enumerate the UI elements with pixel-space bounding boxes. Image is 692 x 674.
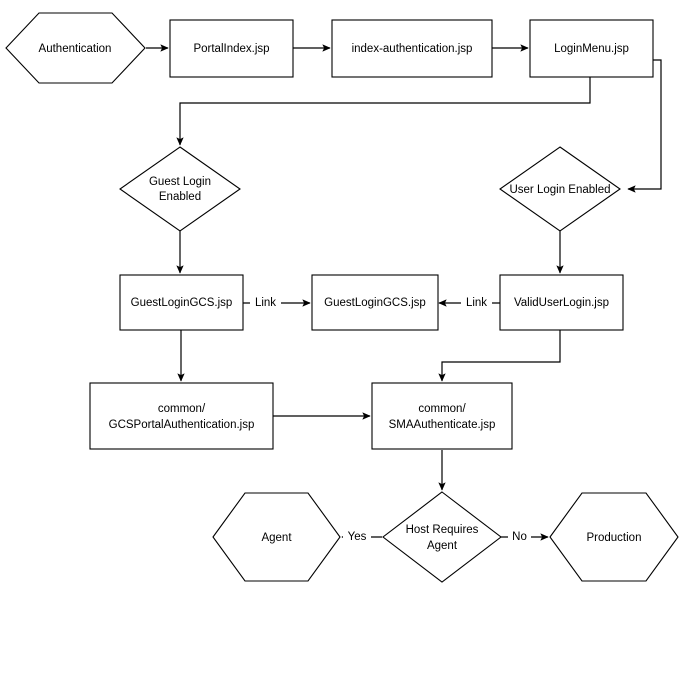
edge-label-yes: Yes [343,529,371,545]
rect-shape [119,274,244,331]
diamond-shape [382,491,502,583]
node-login-menu[interactable]: LoginMenu.jsp [529,19,654,78]
hexagon-shape [549,492,679,582]
label-backdrop [250,295,281,311]
node-guest-login-enabled-label-line1: Guest Login [149,176,211,188]
node-agent[interactable]: Agent [212,492,341,582]
node-gcs-portal-authentication-label-line1: common/ [158,403,206,415]
node-guest-login-gcs-middle-label: GuestLoginGCS.jsp [324,297,426,309]
edge-label-link-left: Link [250,295,281,311]
node-sma-authenticate[interactable]: common/ SMAAuthenticate.jsp [371,382,513,450]
node-valid-user-login[interactable]: ValidUserLogin.jsp [499,274,624,331]
node-sma-authenticate-label-line1: common/ [418,403,466,415]
edge-label-yes-text: Yes [348,531,367,543]
edge-valid-user-login-to-sma-authenticate [438,330,561,382]
diamond-shape [119,146,241,232]
hexagon-shape [212,492,341,582]
edge-label-no-text: No [512,531,527,543]
node-host-requires-agent-label-line2: Agent [427,540,458,552]
edge-label-no: No [508,529,531,545]
edge-login-menu-to-user-login-enabled [627,59,662,193]
node-guest-login-gcs-left[interactable]: GuestLoginGCS.jsp [119,274,244,331]
node-production-label: Production [587,532,642,544]
node-production[interactable]: Production [549,492,679,582]
rect-shape [311,274,439,331]
node-sma-authenticate-label-line2: SMAAuthenticate.jsp [389,419,496,431]
node-portal-index-label: PortalIndex.jsp [193,43,269,55]
rect-shape [529,19,654,78]
node-index-authentication[interactable]: index-authentication.jsp [331,19,493,78]
node-gcs-portal-authentication[interactable]: common/ GCSPortalAuthentication.jsp [89,382,274,450]
edge-label-link-right-text: Link [466,297,487,309]
node-valid-user-login-label: ValidUserLogin.jsp [514,297,609,309]
node-guest-login-enabled[interactable]: Guest Login Enabled [119,146,241,232]
edge-label-link-right: Link [461,295,492,311]
node-login-menu-label: LoginMenu.jsp [554,43,629,55]
node-guest-login-enabled-label-line2: Enabled [159,191,201,203]
rect-shape [499,274,624,331]
node-index-authentication-label: index-authentication.jsp [352,43,473,55]
rect-shape [89,382,274,450]
node-authentication[interactable]: Authentication [5,12,146,84]
label-backdrop [508,529,531,545]
rect-shape [371,382,513,450]
node-agent-label: Agent [261,532,292,544]
rect-shape [169,19,294,78]
label-backdrop [343,529,371,545]
node-gcs-portal-authentication-label-line2: GCSPortalAuthentication.jsp [109,419,255,431]
node-guest-login-gcs-middle[interactable]: GuestLoginGCS.jsp [311,274,439,331]
node-user-login-enabled[interactable]: User Login Enabled [499,146,621,232]
node-user-login-enabled-label: User Login Enabled [509,184,610,196]
diamond-shape [499,146,621,232]
node-guest-login-gcs-left-label: GuestLoginGCS.jsp [131,297,233,309]
edge-label-link-left-text: Link [255,297,276,309]
hexagon-shape [5,12,146,84]
node-host-requires-agent-label-line1: Host Requires [406,524,479,536]
node-portal-index[interactable]: PortalIndex.jsp [169,19,294,78]
node-authentication-label: Authentication [39,43,112,55]
rect-shape [331,19,493,78]
edge-login-menu-to-guest-login-enabled [176,77,591,146]
node-host-requires-agent[interactable]: Host Requires Agent [382,491,502,583]
label-backdrop [461,295,492,311]
